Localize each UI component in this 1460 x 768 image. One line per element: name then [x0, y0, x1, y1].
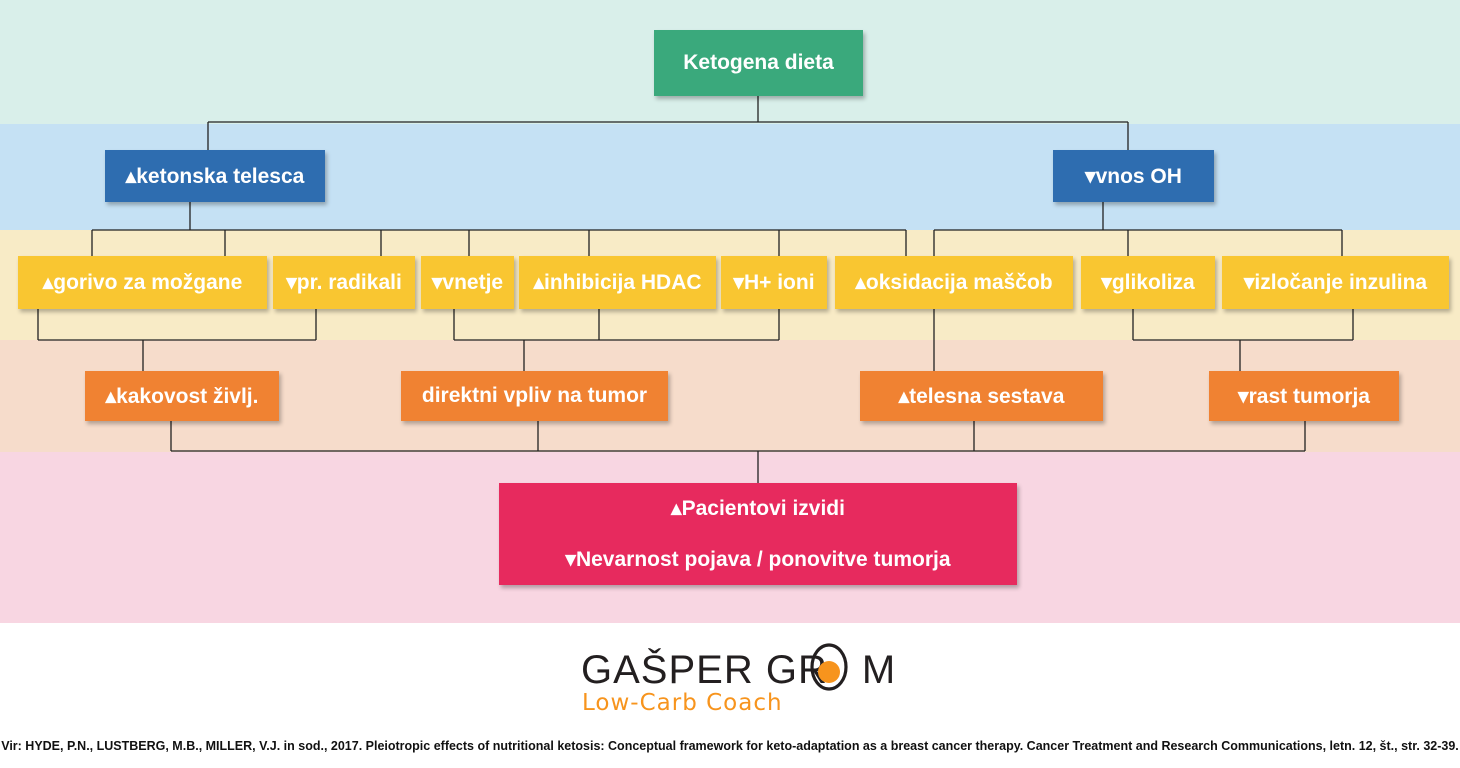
connector-ketone-to-level3 — [91, 202, 907, 256]
node-h-ions: ▾H+ ioni — [721, 256, 827, 309]
node-quality-of-life: ▴kakovost življ. — [85, 371, 279, 421]
egg-icon — [810, 643, 848, 691]
node-carb-intake: ▾vnos OH — [1053, 150, 1214, 202]
node-hdac-inhibition: ▴inhibicija HDAC — [519, 256, 716, 309]
node-tumor-growth: ▾rast tumorja — [1209, 371, 1399, 421]
node-insulin-secretion: ▾izločanje inzulina — [1222, 256, 1449, 309]
source-citation: Vir: HYDE, P.N., LUSTBERG, M.B., MILLER,… — [1, 739, 1459, 753]
logo-name-part1: GAŠPER GR — [581, 648, 828, 692]
node-body-composition: ▴telesna sestava — [860, 371, 1103, 421]
connector-to-tumor-direct — [453, 309, 780, 371]
node-glycolysis: ▾glikoliza — [1081, 256, 1215, 309]
node-free-radicals: ▾pr. radikali — [273, 256, 415, 309]
connector-to-tumor-growth — [1132, 309, 1354, 371]
outcome-patient-results: ▴Pacientovi izvidi — [671, 497, 845, 520]
node-ketone-bodies: ▴ketonska telesca — [105, 150, 325, 202]
logo-name-part2: M — [861, 648, 897, 692]
logo-name: GAŠPER GR M — [581, 648, 896, 693]
outcome-tumor-risk: ▾Nevarnost pojava / ponovitve tumorja — [565, 548, 951, 571]
connector-carb-to-level3 — [933, 202, 1343, 256]
node-brain-fuel: ▴gorivo za možgane — [18, 256, 267, 309]
node-outcome: ▴Pacientovi izvidi ▾Nevarnost pojava / p… — [499, 483, 1017, 585]
connector-lines — [37, 96, 1354, 483]
connector-to-quality — [37, 309, 317, 371]
logo-subtitle: Low-Carb Coach — [582, 690, 783, 716]
node-ketogenic-diet: Ketogena dieta — [654, 30, 863, 96]
connector-to-outcome — [170, 421, 1306, 483]
node-direct-tumor-effect: direktni vpliv na tumor — [401, 371, 668, 421]
node-inflammation: ▾vnetje — [421, 256, 514, 309]
connector-diet-to-level2 — [207, 96, 1129, 150]
node-fat-oxidation: ▴oksidacija maščob — [835, 256, 1073, 309]
